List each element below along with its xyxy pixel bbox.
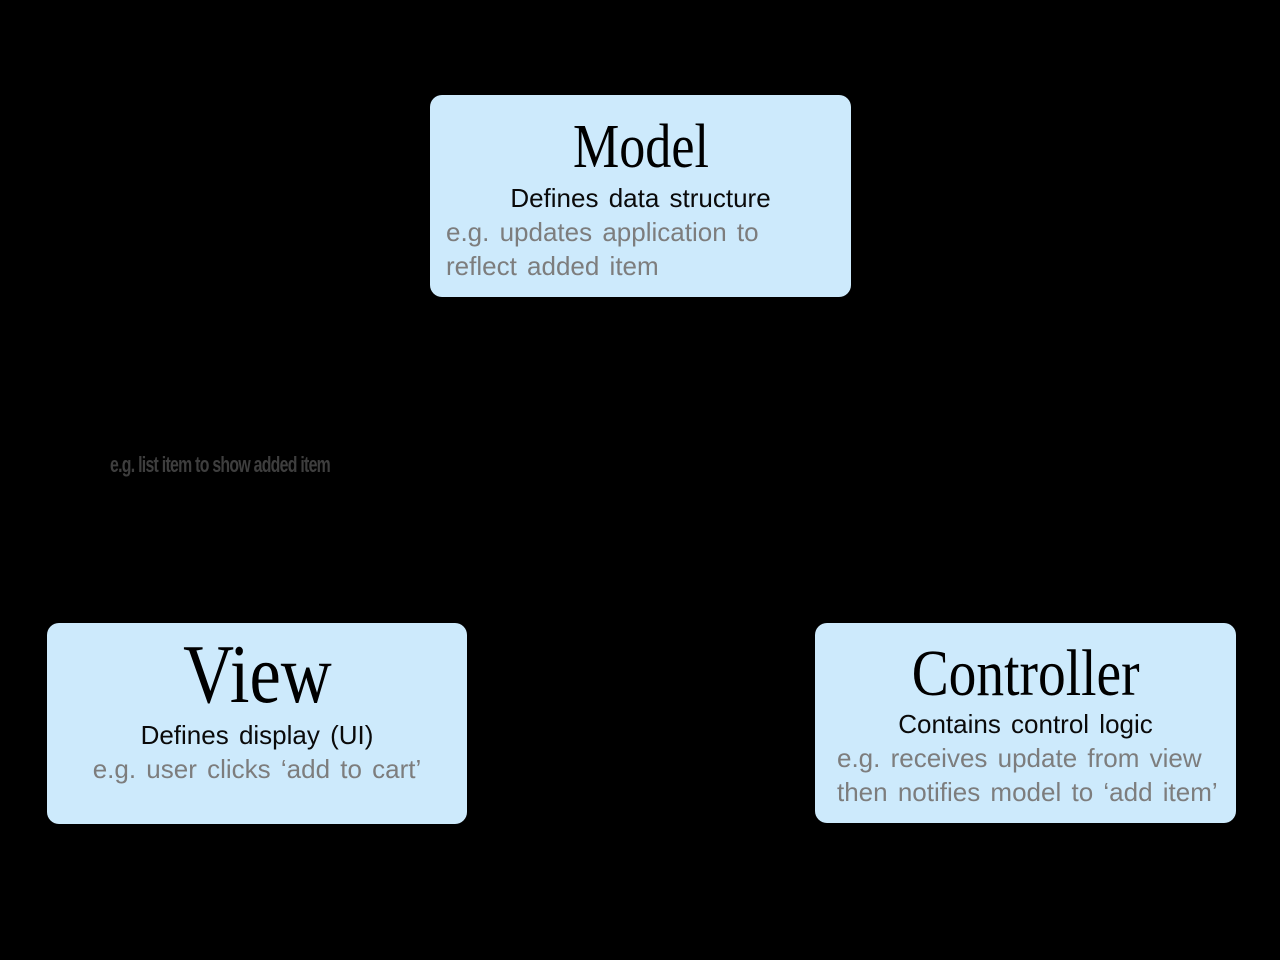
model-box: Model Defines data structure e.g. update… [430, 95, 851, 297]
view-subtitle: Defines display (UI) [140, 720, 374, 751]
controller-example-text: e.g. receives update from view then noti… [837, 743, 1218, 807]
model-example-text: e.g. updates application to reflect adde… [446, 216, 759, 281]
controller-box: Controller Contains control logic e.g. r… [815, 623, 1236, 823]
model-subtitle: Defines data structure [510, 183, 771, 214]
controller-subtitle: Contains control logic [898, 709, 1153, 740]
model-title: Model [572, 113, 709, 181]
model-to-view-edge-label: e.g. list item to show added item [110, 452, 331, 477]
view-example-text: e.g. user clicks ‘add to cart’ [92, 754, 422, 785]
view-title: View [182, 628, 332, 721]
controller-title: Controller [911, 637, 1140, 710]
view-box: View Defines display (UI) e.g. user clic… [47, 623, 467, 824]
